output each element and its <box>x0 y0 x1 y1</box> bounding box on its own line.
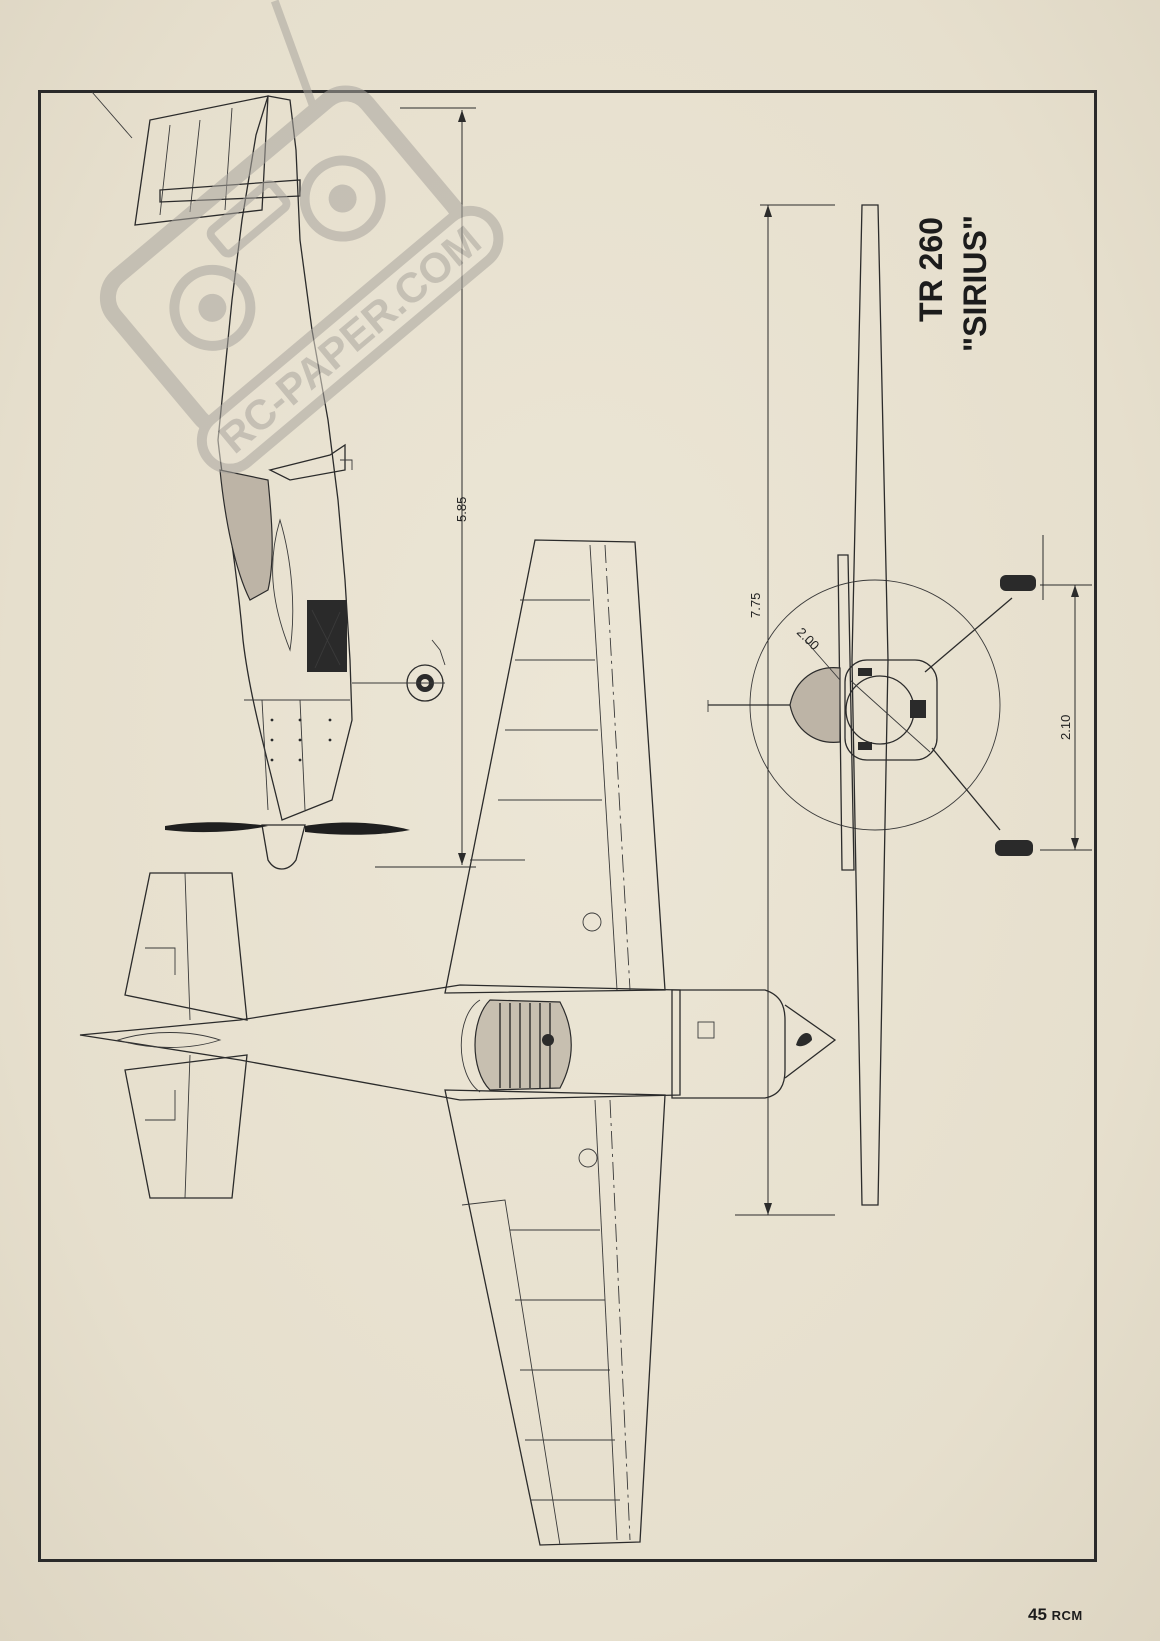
page-footer: 45 RCM <box>1028 1605 1083 1625</box>
side-view <box>91 91 446 870</box>
title-line-1: TR 260 <box>913 217 949 322</box>
length-label: 5.85 <box>454 497 469 522</box>
drawing-frame <box>38 90 1097 1562</box>
watermark-logo: RC-PAPER.COM <box>99 0 504 474</box>
magazine-name: RCM <box>1051 1608 1083 1623</box>
drawing-title: TR 260 "SIRIUS" <box>913 215 993 352</box>
track-dimension: 2.10 <box>1040 535 1092 851</box>
track-label: 2.10 <box>1058 715 1073 740</box>
span-dimension: 7.75 <box>735 204 835 1216</box>
title-line-2: "SIRIUS" <box>957 215 993 352</box>
span-label: 7.75 <box>748 593 763 618</box>
watermark-text: RC-PAPER.COM <box>210 217 490 462</box>
prop-diameter-label: 2.00 <box>794 625 823 654</box>
front-view: 2.00 <box>707 204 1036 1206</box>
plan-view <box>79 539 837 1546</box>
page-number: 45 <box>1028 1605 1047 1624</box>
